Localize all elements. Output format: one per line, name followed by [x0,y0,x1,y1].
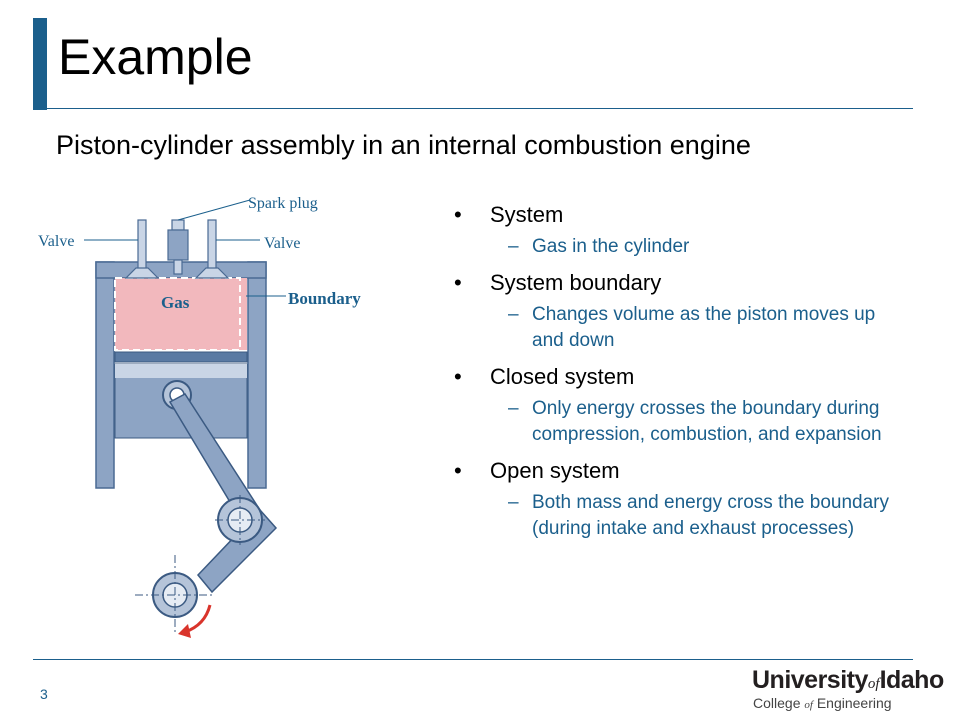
sub-bullet-text: Only energy crosses the boundary during … [532,398,882,445]
dash-marker: – [508,304,519,325]
logo-name-part2: Idaho [879,666,945,694]
label-valve-left: Valve [38,233,74,250]
slide-subtitle: Piston-cylinder assembly in an internal … [56,130,751,160]
left-valve [124,219,160,279]
spark-plug [167,219,189,275]
system-boundary [114,277,241,351]
title-accent-bar [33,18,47,110]
label-boundary: Boundary [288,289,361,308]
footer-divider [33,659,913,660]
bullet-item-system-boundary: • System boundary – Changes volume as th… [448,268,908,354]
sub-bullet: – Both mass and energy cross the boundar… [490,490,908,542]
sub-bullet: – Changes volume as the piston moves up … [490,302,908,354]
dash-marker: – [508,398,519,419]
logo-college-name: College of Engineering [753,695,892,711]
label-gas: Gas [161,293,190,312]
gas-region [115,278,247,350]
logo-college-of: of [804,699,813,711]
bullet-marker: • [454,364,462,389]
logo-college-part2: Engineering [816,695,892,711]
sub-bullet-text: Gas in the cylinder [532,236,690,257]
bullet-list: • System – Gas in the cylinder • System … [448,200,908,550]
bullet-item-open-system: • Open system – Both mass and energy cro… [448,456,908,542]
bullet-text: Closed system [490,364,635,389]
bullet-text: System [490,202,564,227]
bullet-item-system: • System – Gas in the cylinder [448,200,908,260]
dash-marker: – [508,492,519,513]
bullet-text: Open system [490,458,620,483]
page-number: 3 [40,686,48,702]
label-valve-right: Valve [264,235,300,252]
university-logo: UniversityofIdaho College of Engineering [752,666,952,714]
bullet-marker: • [454,458,462,483]
sub-bullet: – Gas in the cylinder [490,234,908,260]
logo-name-part1: University [752,666,868,694]
bullet-marker: • [454,270,462,295]
right-valve [194,219,230,279]
sub-bullet: – Only energy crosses the boundary durin… [490,396,908,448]
slide-title: Example [58,29,253,85]
bullet-text: System boundary [490,270,662,295]
logo-name-of: of [867,676,880,692]
crankshaft-centerlines [135,495,265,635]
piston [114,351,248,439]
piston-cylinder-diagram: Spark plug Valve Valve Gas Boundary [38,195,361,638]
logo-college-part1: College [753,695,801,711]
logo-university-name: UniversityofIdaho [752,666,944,695]
dash-marker: – [508,236,519,257]
sub-bullet-text: Both mass and energy cross the boundary … [532,492,889,539]
cylinder-left-wall [95,261,115,489]
label-leader-lines [84,199,286,297]
label-spark-plug: Spark plug [248,195,318,212]
rotation-arrow [178,604,212,638]
bullet-item-closed-system: • Closed system – Only energy crosses th… [448,362,908,448]
title-divider [33,108,913,109]
sub-bullet-text: Changes volume as the piston moves up an… [532,304,876,351]
bullet-marker: • [454,202,462,227]
